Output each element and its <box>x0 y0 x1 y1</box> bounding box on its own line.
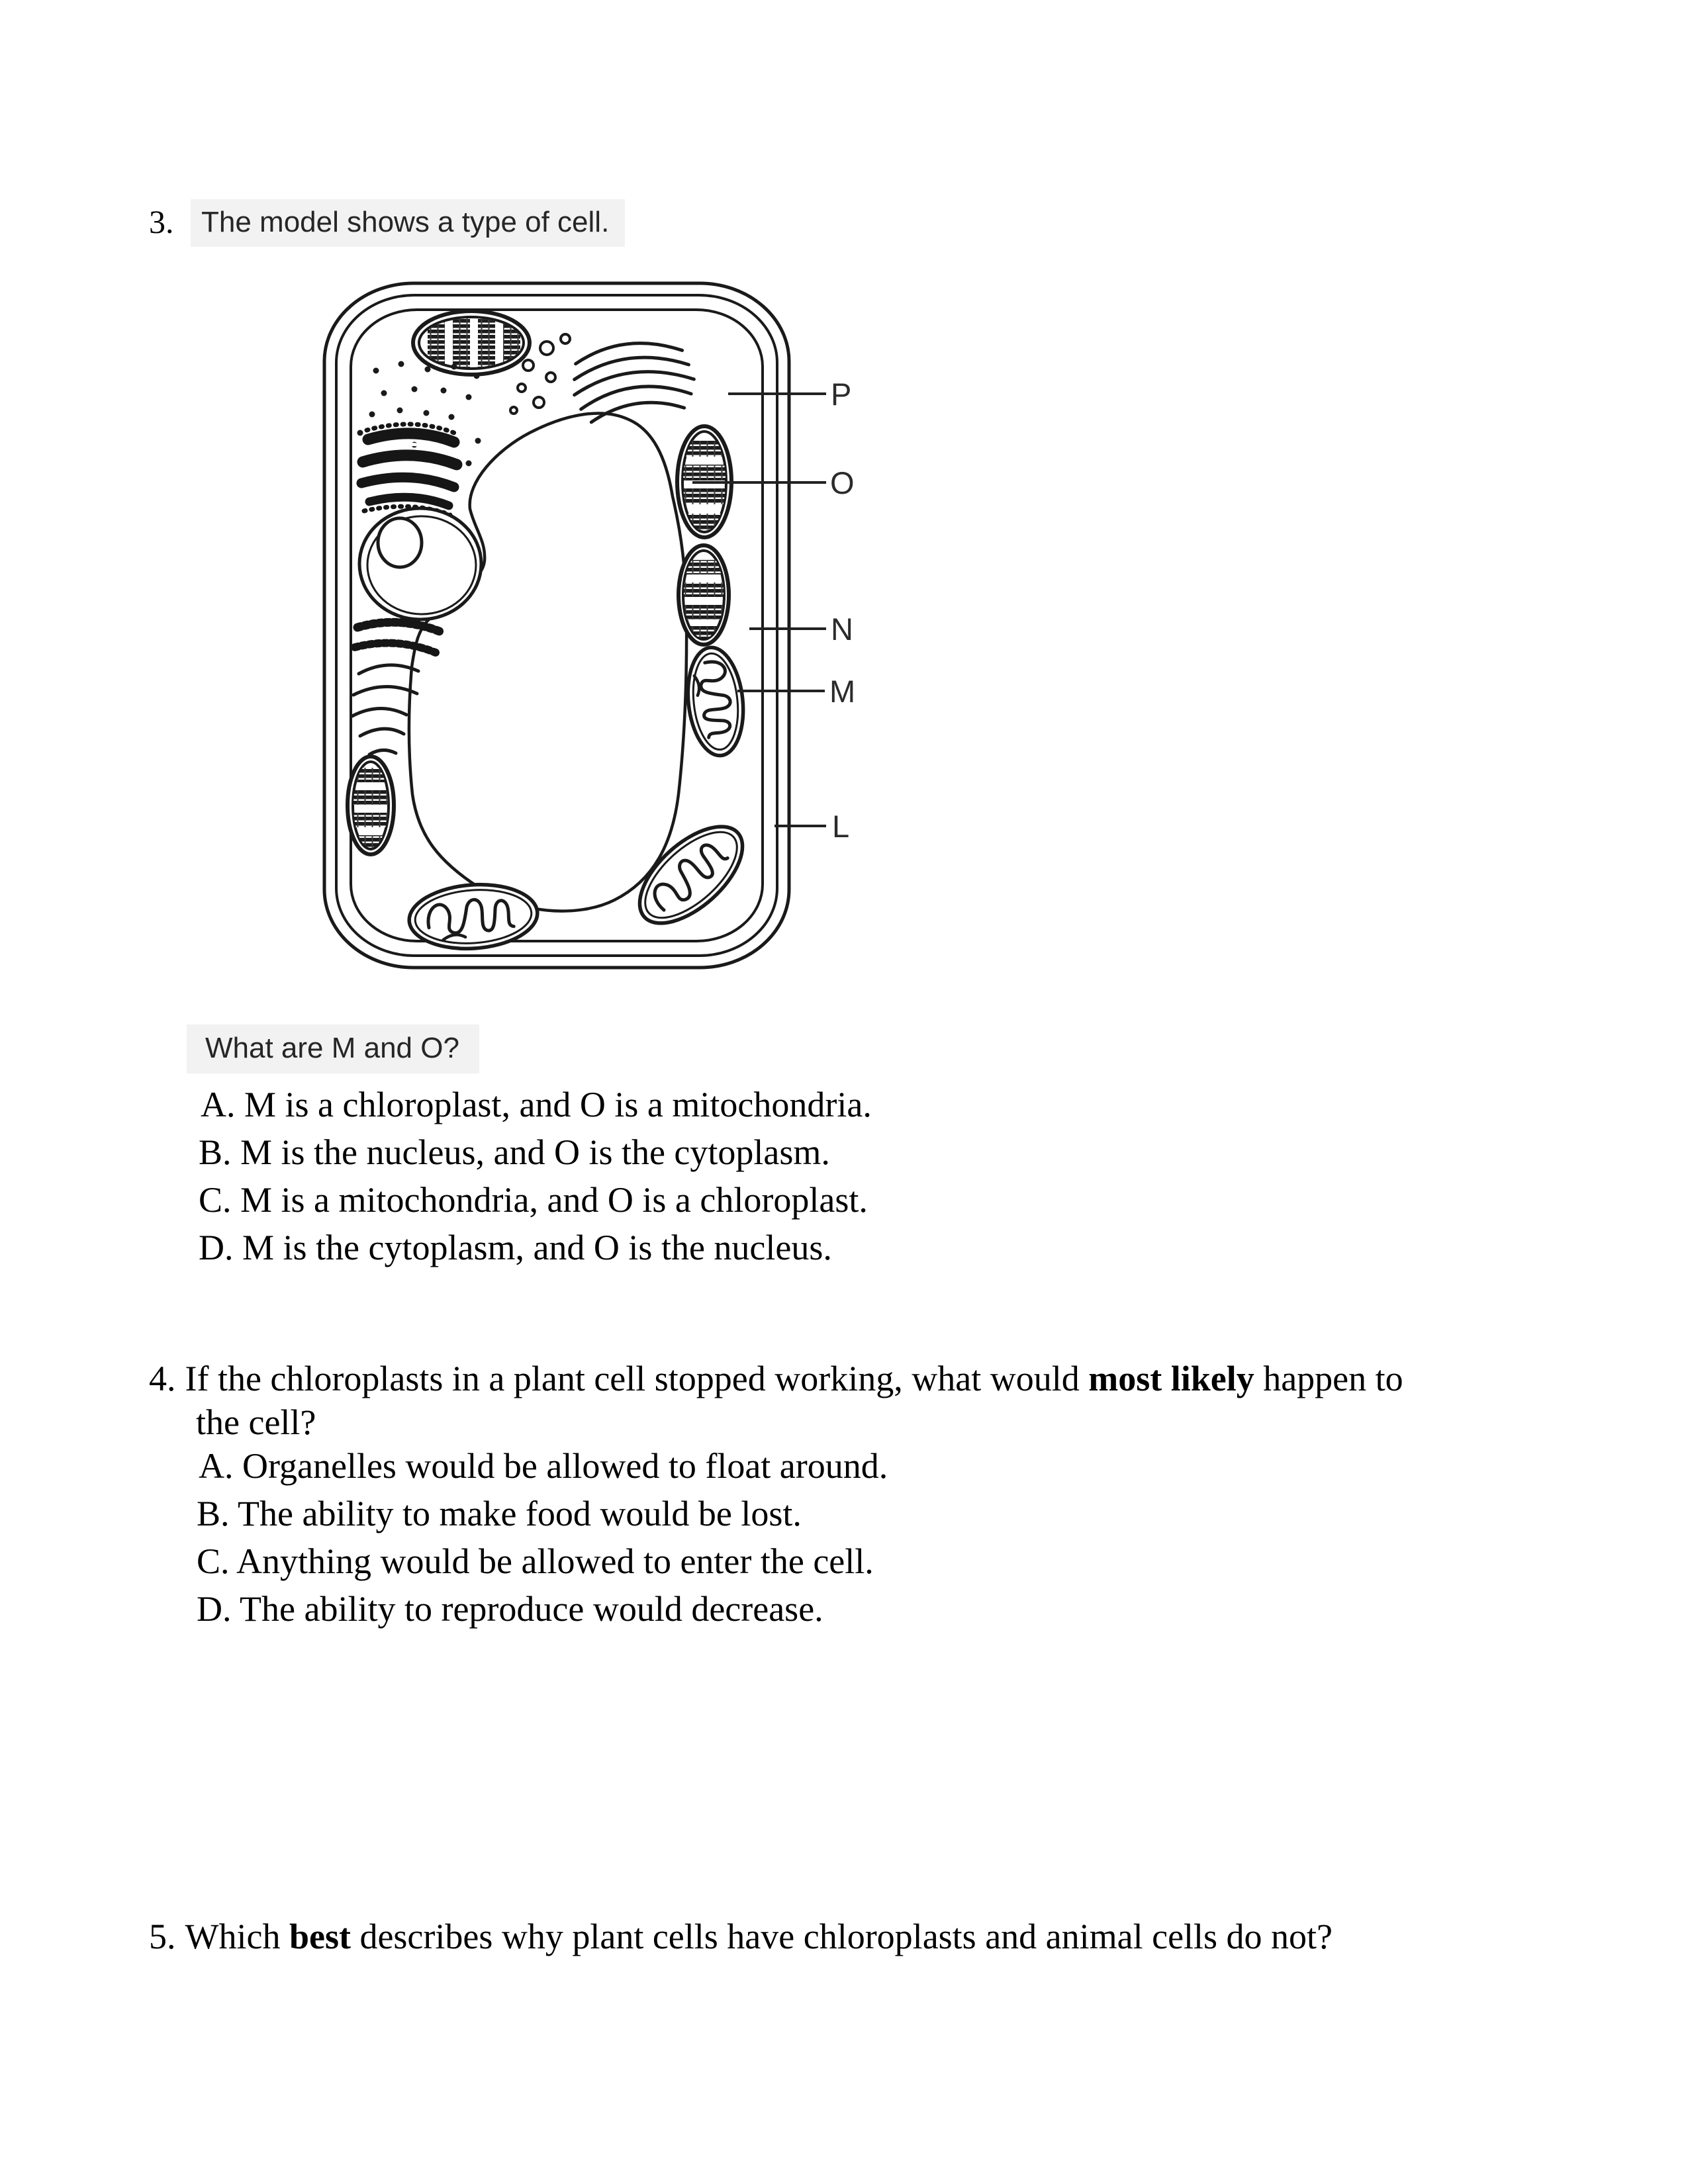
chloroplast-right-2 <box>677 543 731 647</box>
q4-prompt-bold: most likely <box>1088 1359 1254 1398</box>
rough-er <box>356 422 463 518</box>
q4-prompt-line2: the cell? <box>196 1402 316 1442</box>
q3-option-b: B. M is the nucleus, and O is the cytopl… <box>199 1132 830 1172</box>
vesicles <box>509 333 571 415</box>
ribosome-dots <box>357 361 481 467</box>
mitochondrion-bottom-left <box>407 882 539 951</box>
q3-question: What are M and O? <box>187 1024 479 1073</box>
mitochondrion-bottom-right <box>637 825 745 925</box>
q5-number: 5. <box>149 1917 176 1956</box>
q3-number: 3. <box>149 203 174 240</box>
q3-prompt: The model shows a type of cell. <box>191 199 626 247</box>
label-O: O <box>830 465 855 500</box>
cell-diagram: P O N M L <box>318 277 880 972</box>
label-L: L <box>832 809 849 844</box>
q4-option-b: B. The ability to make food would be los… <box>197 1494 802 1533</box>
mitochondrion-right <box>686 645 745 758</box>
q4-prompt-line1: 4.If the chloroplasts in a plant cell st… <box>149 1357 1403 1400</box>
rough-er-lower <box>351 617 444 657</box>
q5-prompt-post: describes why plant cells have chloropla… <box>350 1917 1333 1956</box>
q4-prompt-pre: If the chloroplasts in a plant cell stop… <box>185 1359 1089 1398</box>
golgi-apparatus <box>573 341 696 424</box>
q5-prompt-bold: best <box>289 1917 351 1956</box>
q4-prompt-post: happen to <box>1254 1359 1403 1398</box>
label-M: M <box>829 674 855 709</box>
smooth-er <box>350 663 420 756</box>
q4-option-d: D. The ability to reproduce would decrea… <box>197 1589 823 1629</box>
q4-number: 4. <box>149 1359 176 1398</box>
cell-membrane <box>350 308 764 942</box>
q3-option-c: C. M is a mitochondria, and O is a chlor… <box>199 1180 868 1220</box>
q4-option-a: A. Organelles would be allowed to float … <box>199 1446 888 1486</box>
q4-option-c: C. Anything would be allowed to enter th… <box>197 1541 874 1581</box>
q3-option-a: A. M is a chloroplast, and O is a mitoch… <box>201 1085 872 1124</box>
label-lines <box>692 392 826 827</box>
chloroplast-top <box>411 309 532 377</box>
q5-prompt: 5.Which best describes why plant cells h… <box>149 1915 1333 1958</box>
cell-diagram-svg: P O N M L <box>322 281 855 970</box>
nucleolus <box>376 516 424 569</box>
label-P: P <box>831 377 851 412</box>
q3-option-d: D. M is the cytoplasm, and O is the nucl… <box>199 1228 832 1267</box>
chloroplast-left <box>346 754 396 856</box>
q5-prompt-pre: Which <box>185 1917 289 1956</box>
label-N: N <box>831 612 853 647</box>
nucleus <box>357 506 483 621</box>
